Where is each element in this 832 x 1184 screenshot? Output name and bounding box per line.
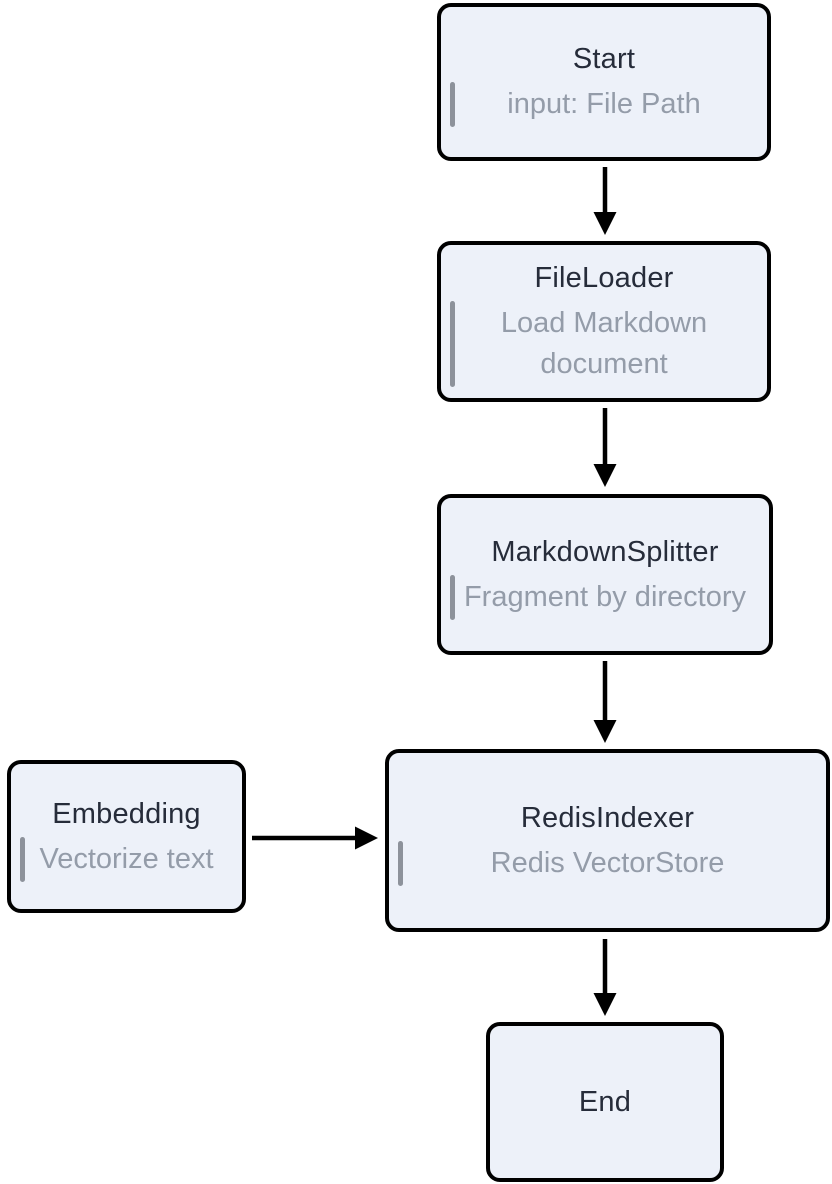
node-subtitle-row: Redis VectorStore [389,840,826,886]
node-title: Embedding [52,797,201,830]
edge-fileloader-markdownsplitter [593,408,617,487]
subtitle-accent-bar [450,82,455,127]
node-subtitle-row: Load Markdown document [441,301,767,387]
node-title: End [578,1086,632,1118]
node-subtitle: Redis VectorStore [490,846,725,879]
node-title: RedisIndexer [520,801,695,834]
node-subtitle: Load Markdown document [500,307,708,380]
edge-redisindexer-end [593,939,617,1016]
node-embedding: Embedding Vectorize text [7,760,246,913]
node-subtitle-row: Fragment by directory [441,574,769,620]
node-title: FileLoader [534,262,674,294]
node-title: Start [572,43,636,75]
subtitle-accent-bar [450,301,455,387]
subtitle-accent-bar [20,836,25,882]
node-subtitle: input: File Path [507,88,701,120]
node-title: MarkdownSplitter [491,535,719,568]
node-subtitle: Fragment by directory [463,580,747,613]
node-subtitle: Vectorize text [39,842,214,875]
node-subtitle-row: input: File Path [441,82,767,127]
subtitle-accent-bar [450,574,455,620]
node-fileloader: FileLoader Load Markdown document [437,241,771,402]
edge-start-fileloader [593,167,617,235]
edge-embedding-redisindexer [252,826,378,850]
node-end: End [486,1022,724,1182]
node-subtitle-row: Vectorize text [11,836,242,882]
node-redisindexer: RedisIndexer Redis VectorStore [385,749,830,932]
node-start: Start input: File Path [437,3,771,161]
subtitle-accent-bar [398,840,403,886]
node-markdownsplitter: MarkdownSplitter Fragment by directory [437,494,773,655]
edge-markdownsplitter-redisindexer [593,661,617,743]
